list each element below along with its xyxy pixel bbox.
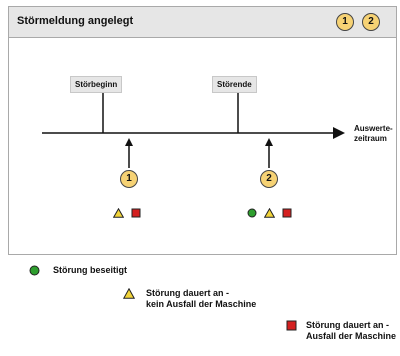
axis-label-line-2: zeitraum: [354, 134, 387, 143]
header-badge-2: 2: [362, 13, 380, 31]
axis-label-line-1: Auswerte-: [354, 124, 393, 133]
header-badge-1: 1: [336, 13, 354, 31]
header-title: Störmeldung angelegt: [17, 15, 134, 27]
legend-item-resolved: Störung beseitigt: [53, 265, 127, 275]
diagram-frame: Störmeldung angelegt 1 2: [8, 6, 397, 255]
header-bar: Störmeldung angelegt 1 2: [9, 7, 396, 38]
legend-item-ongoing-failure: Störung dauert an - Ausfall der Maschine: [306, 320, 397, 341]
start-label: Störbeginn: [70, 76, 123, 93]
legend-item-ongoing-no-failure: Störung dauert an - kein Ausfall der Mas…: [146, 288, 257, 309]
end-label: Störende: [212, 76, 257, 93]
warning-triangle-icon: [264, 208, 275, 218]
green-circle-icon: [29, 265, 40, 276]
time-axis-arrowhead: [333, 127, 345, 139]
red-square-icon: [286, 320, 297, 331]
green-circle-icon: [247, 208, 257, 218]
marker-2-arrowhead: [265, 138, 273, 146]
red-square-icon: [131, 208, 141, 218]
warning-triangle-icon: [113, 208, 124, 218]
marker-1-arrowhead: [125, 138, 133, 146]
axis-label: Auswerte- zeitraum: [354, 124, 393, 144]
red-square-icon: [282, 208, 292, 218]
marker-1: 1: [120, 170, 138, 188]
warning-triangle-icon: [123, 288, 135, 299]
marker-2: 2: [260, 170, 278, 188]
